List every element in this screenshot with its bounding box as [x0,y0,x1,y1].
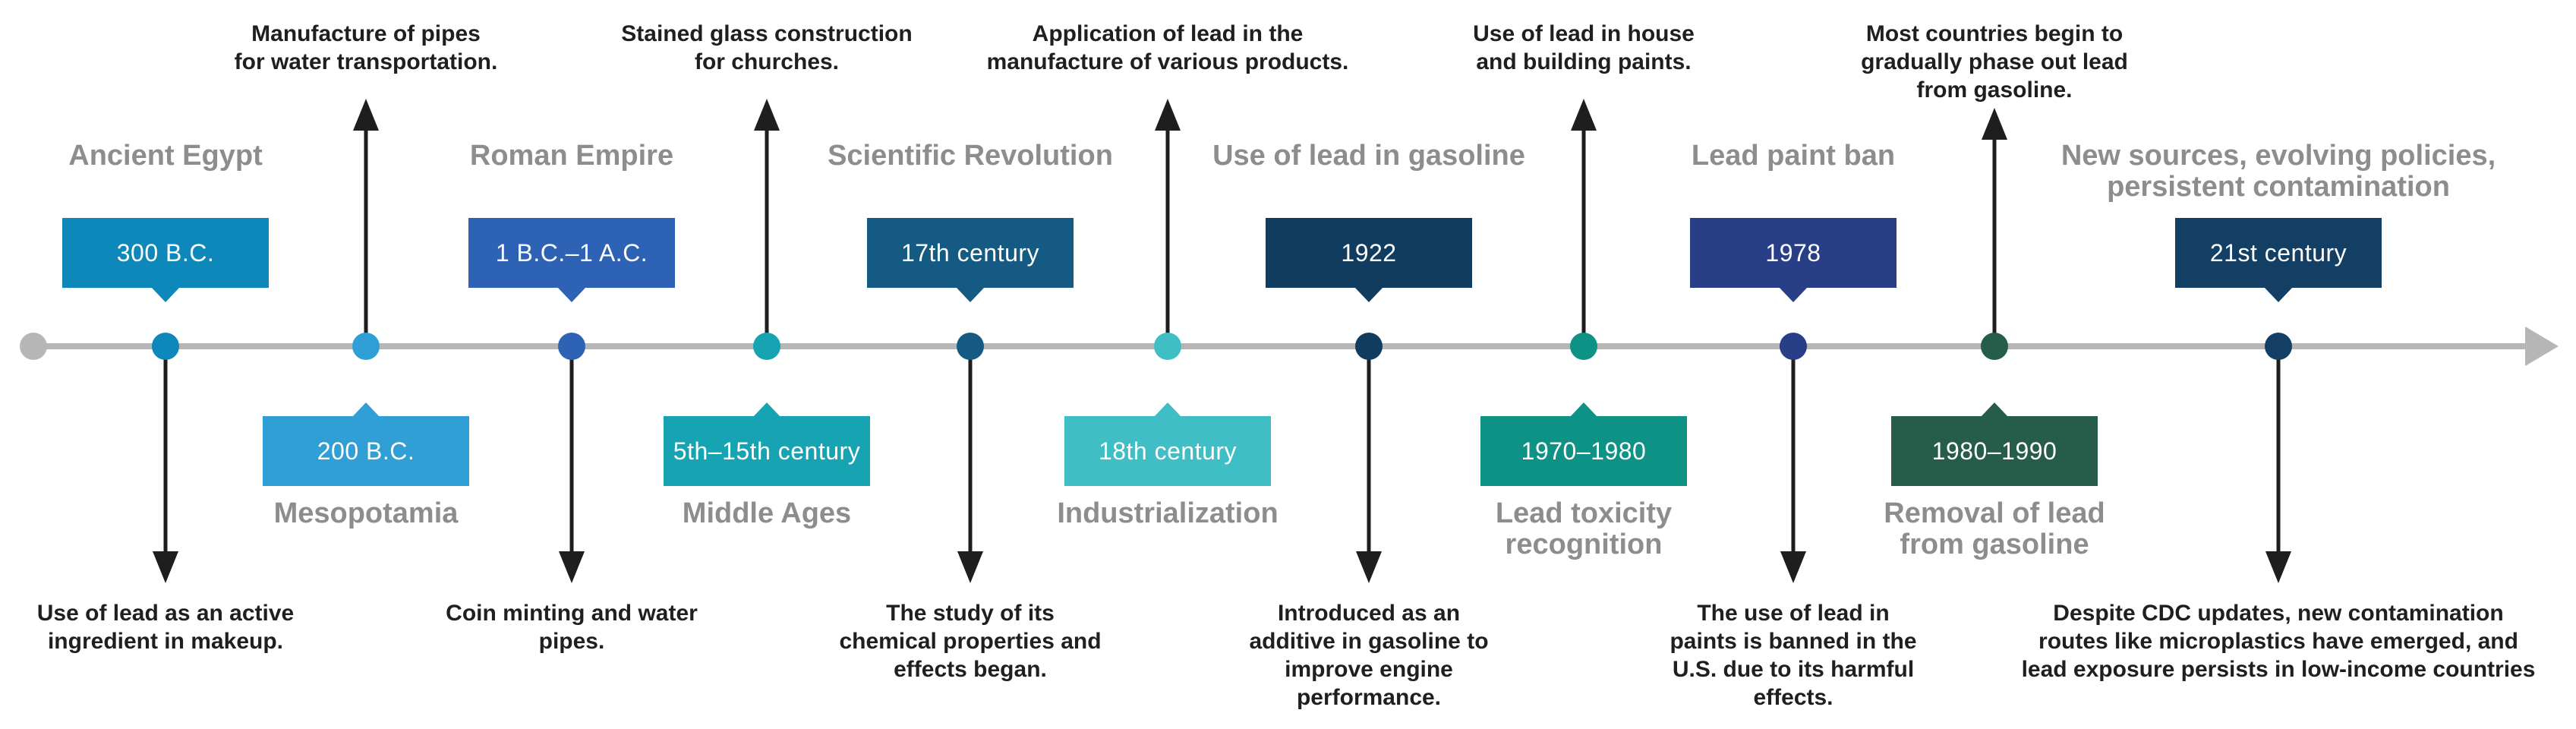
timeline-dot [1154,333,1181,360]
arrow-up-head-icon [1155,99,1181,131]
event-title: Use of lead in gasoline [1212,140,1525,172]
event-annotation: The study of its chemical properties and… [839,601,1102,682]
arrow-down-icon [968,346,973,553]
event-title: Scientific Revolution [828,140,1113,172]
timeline-dot [1355,333,1383,360]
arrow-down-icon [569,346,574,553]
timeline-dot [957,333,984,360]
event-annotation: Introduced as an additive in gasoline to… [1249,601,1489,710]
arrow-down-icon [163,346,168,553]
arrow-down-icon [2276,346,2281,553]
arrow-up-head-icon [1982,108,2007,140]
arrow-down-head-icon [559,551,585,583]
arrow-down-head-icon [2265,551,2291,583]
badge-pointer-icon [1980,402,2009,418]
badge-pointer-icon [352,402,380,418]
arrow-up-head-icon [353,99,379,131]
event-annotation: Coin minting and water pipes. [446,601,698,654]
event-date-badge: 17th century [867,218,1074,288]
badge-pointer-icon [2264,287,2293,302]
badge-pointer-icon [1354,287,1383,302]
event-date-badge: 1980–1990 [1891,416,2098,486]
badge-pointer-icon [956,287,985,302]
timeline-dot [352,333,380,360]
badge-pointer-icon [1779,287,1808,302]
arrow-up-icon [364,129,368,346]
event-date-badge: 18th century [1064,416,1271,486]
event-date-badge: 1922 [1266,218,1472,288]
timeline-start-dot [20,333,47,360]
event-title: Middle Ages [682,497,852,529]
event-annotation: Use of lead in house and building paints… [1473,21,1695,74]
event-date-badge: 200 B.C. [263,416,469,486]
event-title: Ancient Egypt [68,140,263,172]
event-title: Mesopotamia [273,497,459,529]
event-annotation: Application of lead in the manufacture o… [986,21,1349,74]
event-date-badge: 5th–15th century [664,416,870,486]
timeline-dot [1570,333,1597,360]
event-date-badge: 1 B.C.–1 A.C. [468,218,675,288]
timeline-dot [2265,333,2292,360]
event-annotation: Stained glass construction for churches. [621,21,913,74]
arrow-up-head-icon [754,99,780,131]
timeline-dot [558,333,585,360]
event-title: Removal of lead from gasoline [1884,497,2105,560]
arrow-up-icon [1165,129,1170,346]
event-annotation: Manufacture of pipes for water transport… [234,21,498,74]
event-title: Lead toxicity recognition [1495,497,1673,560]
badge-pointer-icon [151,287,180,302]
arrow-down-icon [1367,346,1371,553]
event-title: Lead paint ban [1691,140,1896,172]
arrow-down-icon [1791,346,1796,553]
arrow-down-head-icon [1356,551,1382,583]
event-date-badge: 1978 [1690,218,1897,288]
arrow-up-head-icon [1571,99,1597,131]
event-annotation: Despite CDC updates, new contamination r… [2021,601,2536,682]
badge-pointer-icon [1153,402,1182,418]
arrow-up-icon [1992,138,1997,346]
timeline-dot [1780,333,1807,360]
timeline-line [33,343,2533,349]
event-title: Industrialization [1057,497,1279,529]
event-date-badge: 21st century [2175,218,2382,288]
arrow-up-icon [765,129,769,346]
timeline-dot [1981,333,2008,360]
timeline-dot [152,333,179,360]
timeline-dot [753,333,780,360]
badge-pointer-icon [1569,402,1598,418]
arrow-up-icon [1581,129,1586,346]
arrow-down-head-icon [1780,551,1806,583]
event-title: Roman Empire [469,140,674,172]
arrow-down-head-icon [957,551,983,583]
event-annotation: Use of lead as an active ingredient in m… [36,601,295,654]
timeline-right-arrow-icon [2525,327,2559,366]
badge-pointer-icon [557,287,586,302]
event-title: New sources, evolving policies, persiste… [2060,140,2496,203]
event-date-badge: 300 B.C. [62,218,269,288]
event-annotation: The use of lead in paints is banned in t… [1670,601,1917,710]
event-date-badge: 1970–1980 [1480,416,1687,486]
badge-pointer-icon [752,402,781,418]
arrow-down-head-icon [153,551,178,583]
event-annotation: Most countries begin to gradually phase … [1861,21,2128,103]
